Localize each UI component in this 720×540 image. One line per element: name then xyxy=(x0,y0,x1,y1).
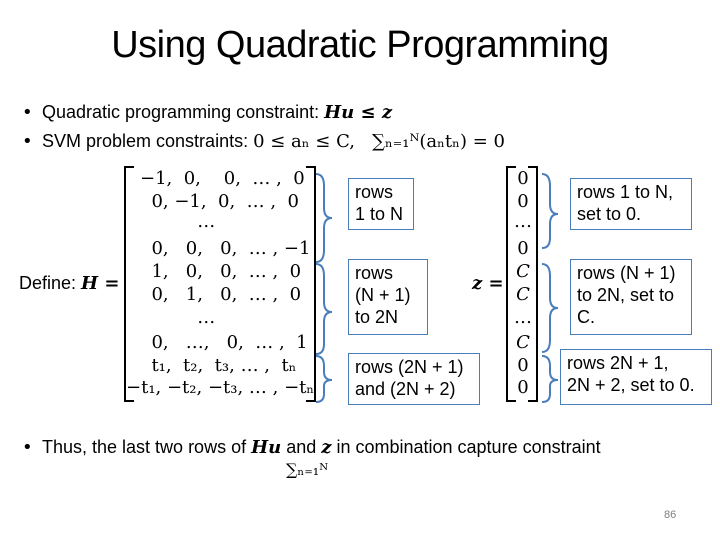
bullet-math-sum-fragment: ∑ₙ₌₁ᴺ xyxy=(286,460,329,479)
page-number: 86 xyxy=(664,509,677,521)
right-braces-svg xyxy=(541,173,559,403)
box-line: rows xyxy=(355,263,394,283)
box-rows-n1-to-2n: rows (N + 1) to 2N xyxy=(348,259,428,335)
left-braces-svg xyxy=(315,173,333,403)
bullet-math: Hu ≤ z xyxy=(324,102,393,123)
vector-z-entry: C xyxy=(516,332,530,353)
box-z-rows-2n1-2n2: rows 2N + 1, 2N + 2, set to 0. xyxy=(560,349,712,405)
bullet-text: Quadratic programming constraint: xyxy=(42,102,325,122)
matrix-h-row: … xyxy=(140,211,216,232)
vector-z-entry: … xyxy=(514,307,532,328)
box-line: to 2N xyxy=(355,307,399,327)
brace-rows-2n1-2n2 xyxy=(315,355,333,403)
matrix-h-row: 0, …, 0, … , 1 xyxy=(140,332,308,353)
vector-z-entry: C xyxy=(516,261,530,282)
bullet-text: SVM problem constraints: xyxy=(42,131,254,151)
brace-z-rows-1-n xyxy=(541,173,559,249)
vector-z-entry: 0 xyxy=(517,238,529,259)
vector-z-entry: … xyxy=(514,211,532,232)
box-line: 1 to N xyxy=(355,204,404,224)
box-line: rows (N + 1) xyxy=(577,263,676,283)
define-text: Define: xyxy=(19,273,82,293)
vector-z-right-bracket xyxy=(528,166,538,402)
bullet-qp-constraint: • Quadratic programming constraint: Hu ≤ … xyxy=(22,102,392,123)
box-line: to 2N, set to xyxy=(577,285,675,305)
box-line: set to 0. xyxy=(577,204,642,224)
vector-z-entry: C xyxy=(516,284,530,305)
box-line: rows (2N + 1) xyxy=(355,357,464,377)
brace-rows-1-n xyxy=(315,173,333,263)
define-H: H = xyxy=(81,273,120,294)
matrix-h-row: t₁, t₂, t₃, … , tₙ xyxy=(140,355,297,376)
define-z: z = xyxy=(472,273,504,294)
define-label: Define: H = xyxy=(19,273,119,294)
bullet-math-z: z xyxy=(321,437,332,458)
box-rows-1-to-n: rows 1 to N xyxy=(348,178,414,230)
bullet-math-hu: Hu xyxy=(251,437,282,458)
vector-z-entry: 0 xyxy=(517,355,529,376)
matrix-h-left-bracket xyxy=(124,166,134,402)
bullet-math-bounds: 0 ≤ aₙ ≤ C, xyxy=(253,131,355,152)
box-line: rows 2N + 1, xyxy=(567,353,669,373)
brace-z-rows-n1-2n xyxy=(541,263,559,353)
matrix-h-row: −t₁, −t₂, −t₃, … , −tₙ xyxy=(126,377,315,398)
matrix-h-row: 0, 1, 0, … , 0 xyxy=(140,284,302,305)
bullet-conclusion: • Thus, the last two rows of Hu and z in … xyxy=(22,437,601,458)
bullet-dot: • xyxy=(22,437,33,458)
box-line: and (2N + 2) xyxy=(355,379,456,399)
matrix-h-row: … xyxy=(140,307,216,328)
matrix-h-row: 0, 0, 0, … , −1 xyxy=(140,238,311,259)
slide-title: Using Quadratic Programming xyxy=(111,24,609,66)
box-z-rows-1-to-n: rows 1 to N, set to 0. xyxy=(570,178,692,230)
matrix-h-row: 1, 0, 0, … , 0 xyxy=(140,261,302,282)
matrix-h-right-bracket xyxy=(306,166,316,402)
bullet-text-end: in combination capture constraint xyxy=(331,437,601,457)
vector-z-entry: 0 xyxy=(517,191,529,212)
bullet-math-sum: ∑ₙ₌₁ᴺ(aₙtₙ) = 0 xyxy=(372,131,505,152)
vector-z-left-bracket xyxy=(506,166,516,402)
box-line: rows xyxy=(355,182,394,202)
box-line: 2N + 2, set to 0. xyxy=(567,375,695,395)
vector-z-entry: 0 xyxy=(517,377,529,398)
box-line: rows 1 to N, xyxy=(577,182,674,202)
bullet-dot: • xyxy=(22,102,33,123)
define-z-label: z = xyxy=(472,273,504,294)
matrix-h-row: −1, 0, 0, … , 0 xyxy=(140,168,305,189)
box-rows-2n1-2n2: rows (2N + 1) and (2N + 2) xyxy=(348,353,480,405)
vector-z-entry: 0 xyxy=(517,168,529,189)
bullet-dot: • xyxy=(22,131,33,152)
brace-z-rows-2n1-2n2 xyxy=(541,355,559,403)
bullet-svm-constraints: • SVM problem constraints: 0 ≤ aₙ ≤ C, ∑ₙ… xyxy=(22,131,505,152)
brace-rows-n1-2n xyxy=(315,263,333,355)
bullet-text: Thus, the last two rows of xyxy=(42,437,252,457)
matrix-h-row: 0, −1, 0, … , 0 xyxy=(140,191,299,212)
box-line: C. xyxy=(577,307,595,327)
bullet-text-and: and xyxy=(281,437,322,457)
box-z-rows-n1-to-2n: rows (N + 1) to 2N, set to C. xyxy=(570,259,692,335)
box-line: (N + 1) xyxy=(355,285,411,305)
